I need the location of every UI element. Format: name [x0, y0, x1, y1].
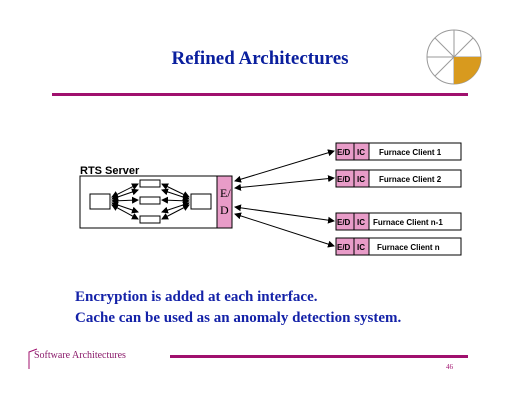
server-ed-top: E/ [220, 186, 231, 200]
slide-title: Refined Architectures [171, 48, 349, 69]
server-ed-bottom: D [220, 203, 229, 217]
client-1: E/D IC Furnace Client 1 [335, 142, 462, 161]
client-n-1-name: Furnace Client n-1 [373, 218, 443, 227]
bullet-item: Cache can be used as an anomaly detectio… [75, 310, 402, 326]
client-2-name: Furnace Client 2 [379, 175, 442, 184]
component-top [139, 179, 161, 188]
client-n-ic: IC [357, 243, 365, 252]
server-ed-box [216, 175, 233, 229]
footer-label: Software Architectures [34, 350, 126, 361]
client-1-name: Furnace Client 1 [379, 148, 442, 157]
title-divider [52, 93, 468, 96]
link-left-mid-to-top [111, 188, 139, 201]
client-2: E/D IC Furnace Client 2 [335, 169, 462, 188]
client-2-ed: E/D [337, 175, 351, 184]
link-left-mid-to-bottom [111, 201, 139, 214]
component-right [190, 193, 212, 210]
client-n-1: E/D IC Furnace Client n-1 [335, 212, 462, 231]
client-n-ed: E/D [337, 243, 351, 252]
bullet-list: Encryption is added at each interface. C… [75, 287, 401, 329]
footer-bracket-icon [28, 348, 38, 369]
bullet-item: Encryption is added at each interface. [75, 289, 318, 305]
client-n-1-ed: E/D [337, 218, 351, 227]
client-1-ic: IC [357, 148, 365, 157]
client-n-name: Furnace Client n [377, 243, 440, 252]
component-bottom [139, 215, 161, 224]
footer-divider [170, 355, 468, 358]
pie-wheel-logo [426, 29, 482, 85]
link-right-mid-to-bottom [161, 201, 190, 214]
client-2-ic: IC [357, 175, 365, 184]
link-server-client-1 [234, 149, 335, 183]
server-label: RTS Server [80, 165, 140, 177]
client-n: E/D IC Furnace Client n [335, 237, 462, 256]
client-n-1-ic: IC [357, 218, 365, 227]
link-server-client-2 [234, 175, 335, 191]
component-mid [139, 196, 161, 205]
page-number: 46 [446, 363, 453, 371]
link-server-client-n [234, 212, 335, 248]
component-left [89, 193, 111, 210]
client-1-ed: E/D [337, 148, 351, 157]
link-right-mid-to-top [161, 188, 190, 201]
